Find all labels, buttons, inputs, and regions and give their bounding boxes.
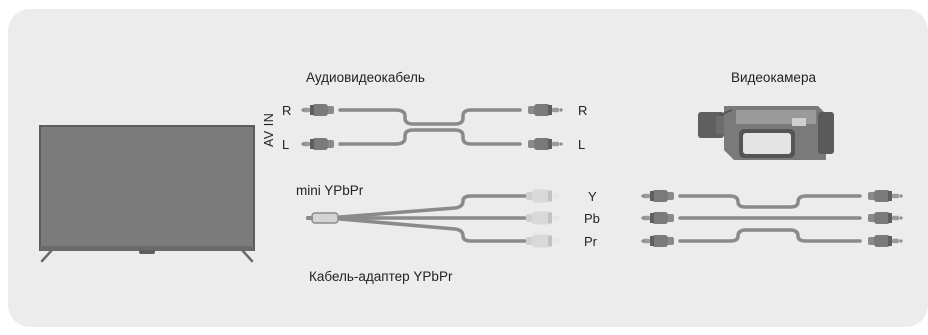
av-in-label: AV IN bbox=[262, 112, 276, 147]
adapter-cable-title: Кабель-адаптер YPbPr bbox=[309, 269, 453, 284]
pin-pr: Pr bbox=[584, 234, 597, 249]
ypbpr-adapter-plugs bbox=[306, 189, 559, 248]
pin-y: Y bbox=[588, 189, 597, 204]
camcorder-cable-plugs bbox=[641, 190, 903, 247]
pin-l-right: L bbox=[578, 137, 586, 152]
tv-icon bbox=[39, 125, 255, 263]
av-cable bbox=[338, 108, 522, 146]
av-cable-title: Аудиовидеокабель bbox=[306, 70, 425, 85]
ypbpr-adapter-cable bbox=[338, 194, 527, 243]
camcorder-icon bbox=[698, 106, 834, 160]
camcorder-title: Видеокамера bbox=[731, 70, 816, 85]
pin-pb: Pb bbox=[584, 211, 600, 226]
mini-ypbpr-label: mini YPbPr bbox=[296, 183, 364, 198]
av-cable-plugs bbox=[301, 104, 563, 150]
camcorder-cable bbox=[678, 194, 862, 243]
pin-r-left: R bbox=[282, 103, 292, 118]
pin-l-left: L bbox=[282, 137, 290, 152]
pin-r-right: R bbox=[578, 103, 588, 118]
